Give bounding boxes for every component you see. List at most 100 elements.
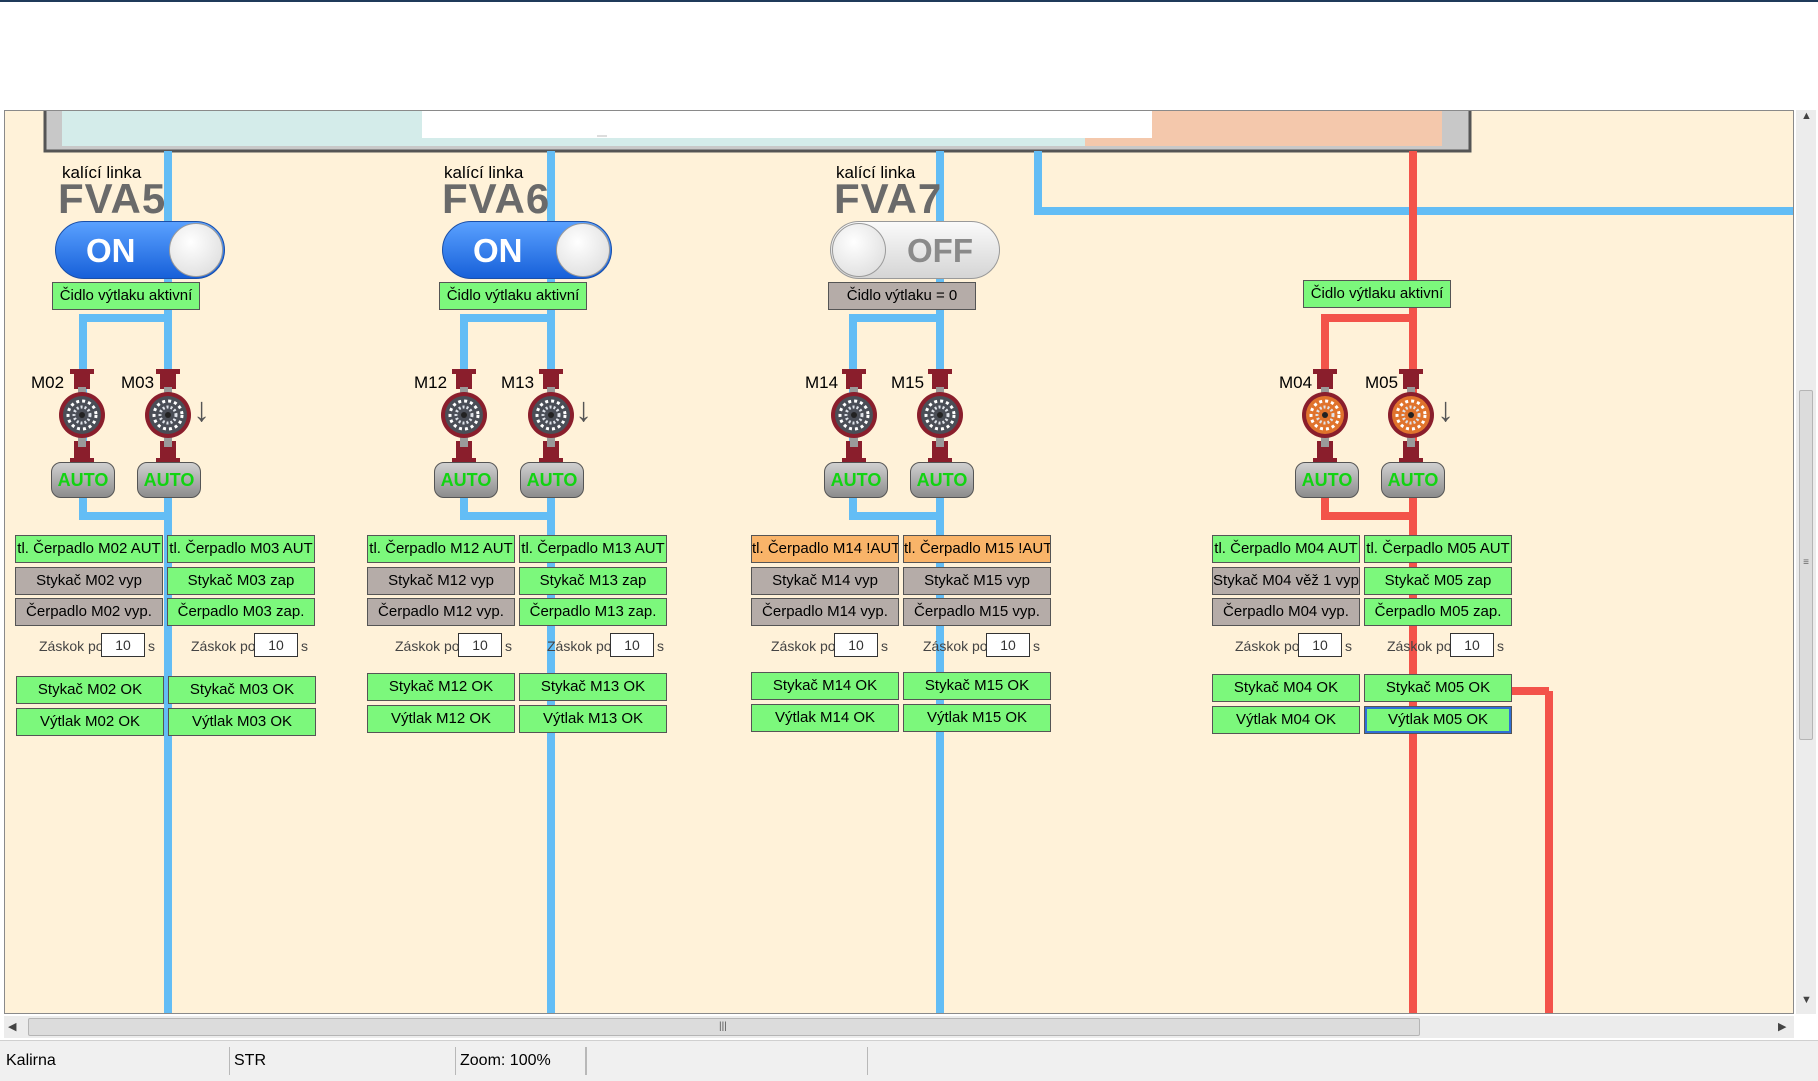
scroll-right-icon[interactable]: ▶ xyxy=(1778,1021,1787,1033)
line-name-fva7: FVA7 xyxy=(834,175,943,222)
contactor-ok-m13: Stykač M13 OK xyxy=(519,673,667,701)
delay-label: Záskok po xyxy=(191,638,256,654)
switch-fva5-label: ON xyxy=(86,232,136,269)
button-pump-m03[interactable]: tl. Čerpadlo M03 AUT xyxy=(167,535,315,563)
line-name-fva6: FVA6 xyxy=(442,175,551,222)
auto-button-m13[interactable]: AUTO xyxy=(520,462,584,498)
contactor-m15: Stykač M15 vyp xyxy=(903,567,1051,595)
auto-button-m05[interactable]: AUTO xyxy=(1381,462,1445,498)
delay-unit: s xyxy=(505,638,512,654)
pump-label-m02: M02 xyxy=(31,373,65,392)
contactor-ok-m02: Stykač M02 OK xyxy=(16,676,164,704)
contactor-ok-m12: Stykač M12 OK xyxy=(367,673,515,701)
auto-button-m04[interactable]: AUTO xyxy=(1295,462,1359,498)
window-title-bar xyxy=(0,0,1818,110)
delay-input-m02[interactable]: 10 xyxy=(101,633,145,657)
scroll-down-icon[interactable]: ▼ xyxy=(1801,994,1812,1006)
grip-icon: ≡ xyxy=(1803,557,1809,568)
button-pump-m02[interactable]: tl. Čerpadlo M02 AUT xyxy=(15,535,163,563)
auto-button-m15[interactable]: AUTO xyxy=(910,462,974,498)
vertical-scroll-thumb[interactable]: ≡ xyxy=(1799,390,1813,740)
delay-input-m12[interactable]: 10 xyxy=(458,633,502,657)
scroll-up-icon[interactable]: ▲ xyxy=(1801,110,1812,122)
pump-icon xyxy=(441,369,487,463)
auto-button-m02[interactable]: AUTO xyxy=(51,462,115,498)
contactor-m12: Stykač M12 vyp xyxy=(367,567,515,595)
pump-label-m04: M04 xyxy=(1279,373,1313,392)
contactor-m05: Stykač M05 zap xyxy=(1364,567,1512,595)
horizontal-scrollbar[interactable]: ◀ ||| ▶ xyxy=(4,1016,1794,1038)
pump-icon xyxy=(528,369,574,463)
pump-state-m02: Čerpadlo M02 vyp. xyxy=(15,598,163,626)
status-extra xyxy=(586,1047,868,1075)
auto-button-m12[interactable]: AUTO xyxy=(434,462,498,498)
button-pump-m04[interactable]: tl. Čerpadlo M04 AUT xyxy=(1212,535,1360,563)
contactor-ok-m05: Stykač M05 OK xyxy=(1364,674,1512,702)
pressure-ok-m14: Výtlak M14 OK xyxy=(751,704,899,732)
delay-label: Záskok po xyxy=(923,638,988,654)
status-area: Kalirna xyxy=(2,1047,230,1075)
delay-unit: s xyxy=(148,638,155,654)
switch-fva6[interactable]: ON xyxy=(442,221,612,279)
line-name-fva5: FVA5 xyxy=(58,175,167,222)
delay-label: Záskok po xyxy=(395,638,460,654)
switch-knob xyxy=(169,223,223,277)
pressure-ok-m15: Výtlak M15 OK xyxy=(903,704,1051,732)
pump-icon xyxy=(831,369,877,463)
delay-input-m15[interactable]: 10 xyxy=(986,633,1030,657)
pump-icon xyxy=(1302,369,1348,463)
contactor-m02: Stykač M02 vyp xyxy=(15,567,163,595)
pump-state-m04: Čerpadlo M04 vyp. xyxy=(1212,598,1360,626)
delay-input-m05[interactable]: 10 xyxy=(1450,633,1494,657)
button-pump-m05[interactable]: tl. Čerpadlo M05 AUT xyxy=(1364,535,1512,563)
pump-label-m14: M14 xyxy=(805,373,839,392)
contactor-m14: Stykač M14 vyp xyxy=(751,567,899,595)
contactor-m03: Stykač M03 zap xyxy=(167,567,315,595)
pump-icon xyxy=(917,369,963,463)
button-pump-m12[interactable]: tl. Čerpadlo M12 AUT xyxy=(367,535,515,563)
switch-fva6-label: ON xyxy=(473,232,523,269)
delay-input-m04[interactable]: 10 xyxy=(1298,633,1342,657)
pump-label-m13: M13 xyxy=(501,373,535,392)
delay-unit: s xyxy=(1345,638,1352,654)
button-pump-m14[interactable]: tl. Čerpadlo M14 !AUT xyxy=(751,535,899,563)
pipe-scheme xyxy=(43,111,1793,1013)
delay-label: Záskok po xyxy=(1235,638,1300,654)
auto-button-m03[interactable]: AUTO xyxy=(137,462,201,498)
contactor-m13: Stykač M13 zap xyxy=(519,567,667,595)
pressure-ok-m05[interactable]: Výtlak M05 OK xyxy=(1364,706,1512,734)
scroll-left-icon[interactable]: ◀ xyxy=(8,1021,17,1033)
delay-input-m13[interactable]: 10 xyxy=(610,633,654,657)
line-caption-fva6: kalící linka xyxy=(444,163,524,182)
pump-icon xyxy=(145,369,191,463)
delay-label: Záskok po xyxy=(1387,638,1452,654)
pump-icon xyxy=(59,369,105,463)
pump-state-m15: Čerpadlo M15 vyp. xyxy=(903,598,1051,626)
sensor-fva5: Čidlo výtlaku aktivní xyxy=(52,282,200,310)
horizontal-scroll-thumb[interactable]: ||| xyxy=(28,1018,1420,1036)
line-caption-fva7: kalící linka xyxy=(836,163,916,182)
pump-state-m03: Čerpadlo M03 zap. xyxy=(167,598,315,626)
pump-label-m15: M15 xyxy=(891,373,925,392)
pressure-ok-m13: Výtlak M13 OK xyxy=(519,705,667,733)
delay-unit: s xyxy=(1033,638,1040,654)
button-pump-m13[interactable]: tl. Čerpadlo M13 AUT xyxy=(519,535,667,563)
switch-fva7[interactable]: OFF xyxy=(830,221,1000,279)
pump-state-m05: Čerpadlo M05 zap. xyxy=(1364,598,1512,626)
flow-arrow-down-icon: ↓ xyxy=(575,391,592,429)
delay-input-m14[interactable]: 10 xyxy=(834,633,878,657)
tank xyxy=(43,111,1472,153)
contactor-ok-m14: Stykač M14 OK xyxy=(751,672,899,700)
delay-unit: s xyxy=(881,638,888,654)
delay-input-m03[interactable]: 10 xyxy=(254,633,298,657)
pressure-ok-m12: Výtlak M12 OK xyxy=(367,705,515,733)
vertical-scrollbar[interactable]: ▲ ≡ ▼ xyxy=(1796,110,1816,1014)
pump-state-m14: Čerpadlo M14 vyp. xyxy=(751,598,899,626)
auto-button-m14[interactable]: AUTO xyxy=(824,462,888,498)
button-pump-m15[interactable]: tl. Čerpadlo M15 !AUT xyxy=(903,535,1051,563)
flow-arrow-down-icon: ↓ xyxy=(193,391,210,429)
pressure-ok-m04: Výtlak M04 OK xyxy=(1212,706,1360,734)
scheme-viewport: kalící linka FVA5 ON Čidlo výtlaku aktiv… xyxy=(4,110,1794,1014)
pump-label-m12: M12 xyxy=(414,373,448,392)
switch-fva5[interactable]: ON xyxy=(55,221,225,279)
